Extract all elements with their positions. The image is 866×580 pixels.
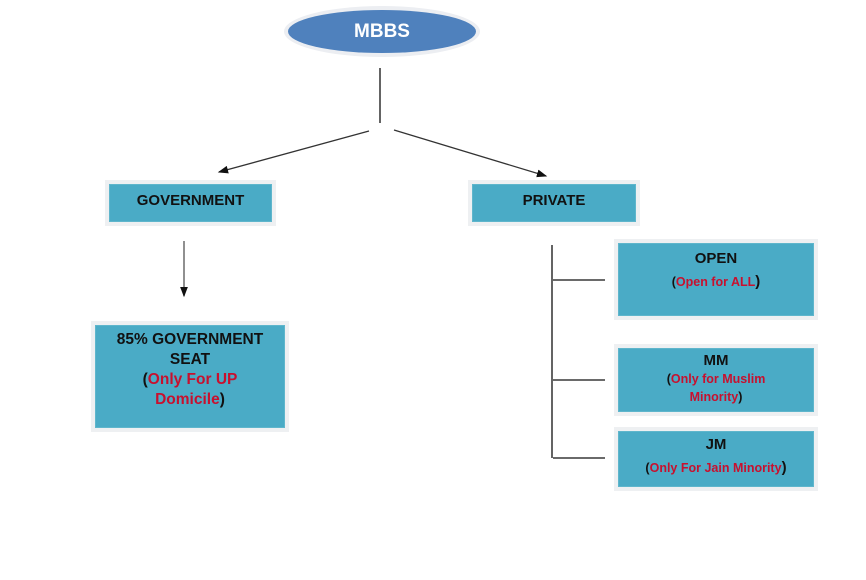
jm-note: Only For Jain Minority <box>649 461 782 475</box>
jm-title: JM <box>705 436 727 453</box>
government-label: GOVERNMENT <box>136 192 245 209</box>
paren-open: ( <box>666 372 671 386</box>
paren-close: ) <box>755 273 761 290</box>
paren-open: ( <box>142 371 148 388</box>
mm-title: MM <box>703 352 729 369</box>
paren-open: ( <box>645 461 650 475</box>
paren-close: ) <box>738 390 743 404</box>
paren-close: ) <box>781 459 787 476</box>
arrow-to-private <box>393 129 548 178</box>
paren-open: ( <box>671 275 676 289</box>
government-seat-node: 85% GOVERNMENT SEAT (Only For UP Domicil… <box>95 325 285 428</box>
gov-seat-title-1: 85% GOVERNMENT <box>116 331 264 348</box>
gov-seat-note-2: Domicile <box>155 391 220 408</box>
open-node: OPEN (Open for ALL) <box>618 243 814 316</box>
private-label: PRIVATE <box>522 192 586 209</box>
root-node-mbbs: MBBS <box>288 10 476 53</box>
mm-note-2: Minority <box>689 390 739 404</box>
gov-seat-note-1: Only For UP <box>147 371 238 388</box>
paren-close: ) <box>219 391 225 408</box>
private-node: PRIVATE <box>472 184 636 222</box>
jm-node: JM (Only For Jain Minority) <box>618 431 814 487</box>
gov-seat-title-2: SEAT <box>169 351 211 368</box>
mm-note-1: Only for Muslim <box>670 372 766 386</box>
government-node: GOVERNMENT <box>109 184 272 222</box>
arrow-to-government <box>217 130 370 174</box>
open-title: OPEN <box>694 250 738 267</box>
mm-node: MM (Only for Muslim Minority) <box>618 348 814 412</box>
open-note: Open for ALL <box>675 275 756 289</box>
root-label: MBBS <box>354 20 410 42</box>
